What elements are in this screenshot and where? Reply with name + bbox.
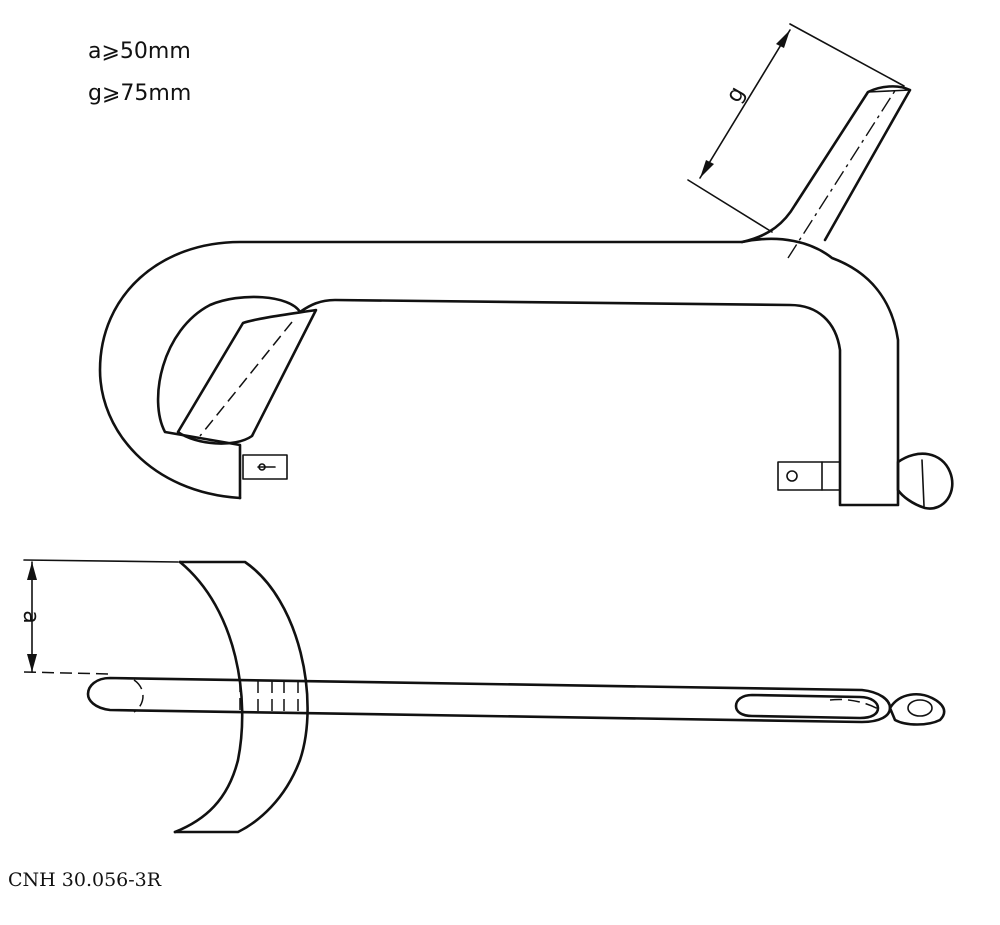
c-end-pad bbox=[176, 308, 318, 445]
g-arrow-bottom bbox=[700, 160, 714, 178]
arm-centerline bbox=[787, 85, 899, 259]
g-extension-line-bottom bbox=[687, 179, 773, 233]
top-view-pad-outer bbox=[173, 560, 309, 834]
g-extension-line-top bbox=[789, 23, 905, 87]
clamp-top-view bbox=[86, 560, 946, 834]
top-view-cross-stripes bbox=[239, 680, 299, 713]
requirement-g: g⩾75mm bbox=[88, 81, 191, 106]
a-arrow-top bbox=[27, 562, 37, 580]
top-view-bar-end-hidden bbox=[133, 679, 144, 713]
figure-caption: CNH 30.056-3R bbox=[8, 869, 162, 891]
g-arrow-top bbox=[776, 30, 790, 48]
top-view-bar bbox=[86, 676, 892, 724]
c-end-pad-hidden-line bbox=[199, 321, 293, 437]
a-dimension-label: a bbox=[18, 610, 43, 623]
angled-arm bbox=[740, 85, 912, 244]
c-end-screw-stub bbox=[242, 454, 288, 480]
requirements-notes: a⩾50mm g⩾75mm bbox=[88, 39, 191, 106]
top-view-pad-inner bbox=[173, 560, 244, 834]
dimension-a: a bbox=[18, 559, 179, 675]
right-leg-screw bbox=[777, 461, 841, 491]
clamp-body-outer bbox=[98, 237, 900, 507]
angled-arm-top-edge bbox=[867, 89, 911, 93]
clamp-side-view bbox=[98, 85, 954, 510]
a-extension-line-bottom bbox=[23, 671, 111, 675]
thumb-knob bbox=[896, 452, 954, 510]
a-extension-line-top bbox=[23, 559, 179, 563]
g-dimension-line bbox=[699, 29, 791, 179]
top-view-slot bbox=[734, 693, 880, 720]
top-view-knob bbox=[888, 693, 946, 726]
requirement-a: a⩾50mm bbox=[88, 39, 191, 64]
thumb-knob-line bbox=[921, 459, 925, 507]
top-view-slot-hidden bbox=[829, 698, 881, 711]
top-view-knob-cap bbox=[907, 699, 933, 717]
clamp-body-inner-curl bbox=[156, 295, 302, 500]
a-arrow-bottom bbox=[27, 654, 37, 672]
